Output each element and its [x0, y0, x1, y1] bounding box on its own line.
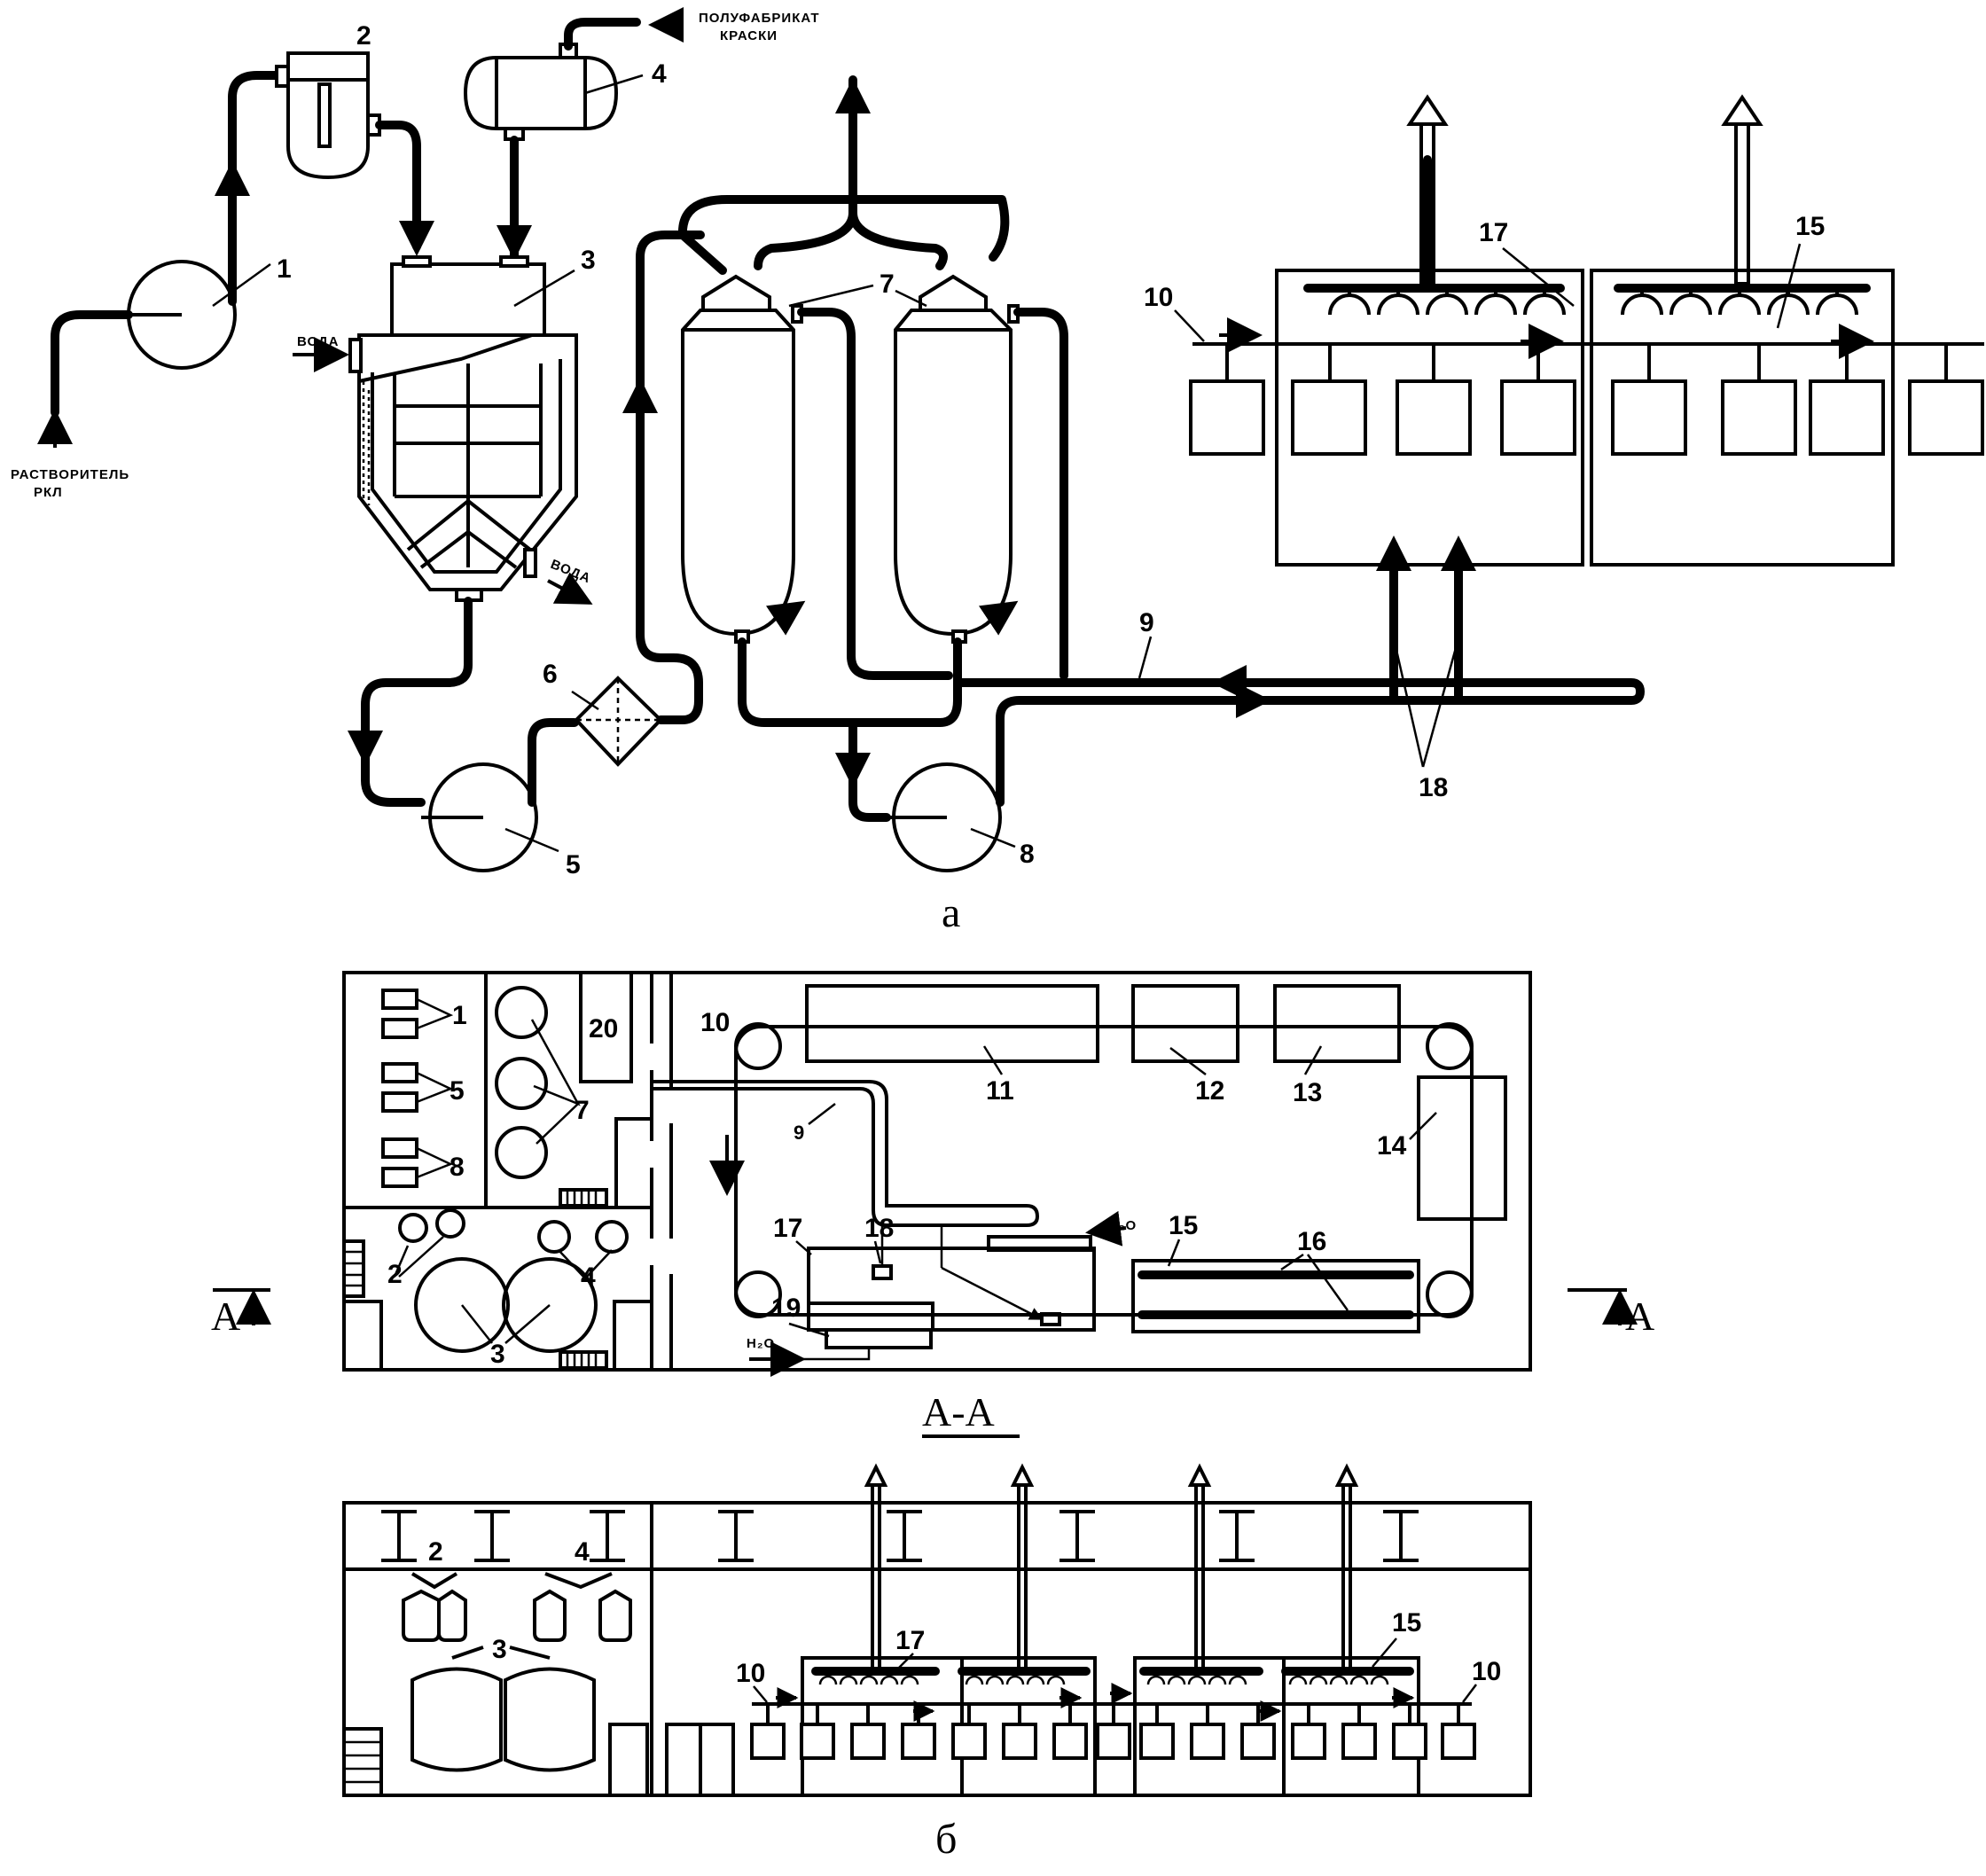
sec-label-17: 17: [895, 1626, 925, 1655]
roof-trusses: [381, 1510, 1419, 1562]
booth-1: [1275, 94, 1584, 567]
pump-8: [887, 762, 1002, 872]
cut-mark-left: А: [211, 1294, 240, 1339]
plan-label-14: 14: [1377, 1131, 1407, 1161]
plan-tanks-7: [495, 986, 581, 1179]
plan-label-12: 12: [1195, 1076, 1224, 1106]
plan-label-19: 19: [771, 1294, 801, 1323]
label-1: 1: [277, 254, 292, 284]
solvent-label-2: РКЛ: [34, 485, 63, 500]
plan-label-17: 17: [773, 1214, 802, 1243]
label-2: 2: [356, 21, 371, 51]
vessel-4: [463, 43, 619, 141]
water-in-label: ВОДА: [297, 334, 339, 349]
section-spray-nozzles: [818, 1675, 1389, 1685]
caption-a: а: [942, 889, 960, 936]
plan-label-5: 5: [450, 1076, 465, 1106]
plan-label-16: 16: [1297, 1227, 1326, 1256]
cut-mark-right: А: [1625, 1294, 1654, 1339]
plan-reactors: [393, 1208, 629, 1353]
section-exhaust-stacks: [864, 1463, 1359, 1673]
label-15: 15: [1795, 212, 1825, 241]
section-vessels: [402, 1572, 632, 1772]
plan-label-20: 20: [589, 1014, 618, 1044]
plan-label-3: 3: [490, 1340, 505, 1369]
plan-label-10: 10: [700, 1008, 730, 1037]
booth-2: [1590, 94, 1895, 567]
sec-label-10-left: 10: [736, 1659, 765, 1688]
label-7: 7: [880, 270, 895, 299]
label-8: 8: [1020, 840, 1035, 869]
plan-label-1: 1: [452, 1001, 467, 1030]
water-out-label: ВОДА: [549, 557, 593, 587]
label-10: 10: [1144, 283, 1173, 312]
section-parts: [750, 1704, 1476, 1760]
plan-label-8: 8: [450, 1153, 465, 1182]
plan-label-11: 11: [986, 1076, 1014, 1106]
label-18: 18: [1419, 773, 1448, 802]
section-b: 2 4 3 17: [342, 1463, 1532, 1797]
label-4: 4: [652, 59, 667, 89]
pump-1: [37, 71, 286, 448]
paint-label-2: КРАСКИ: [720, 28, 778, 43]
sec-label-15: 15: [1392, 1608, 1421, 1638]
section-caption: А-А: [922, 1389, 995, 1434]
plan-label-2: 2: [387, 1260, 403, 1289]
filter-6: [574, 676, 663, 767]
plan-label-18: 18: [864, 1214, 894, 1243]
tank-7-left: [681, 274, 803, 644]
plan-pumps: [381, 989, 454, 1188]
h2o-label-2: H₂O: [747, 1336, 775, 1351]
diagram-a: РАСТВОРИТЕЛЬ РКЛ 1 2 4 ПОЛУФАБРИКАТ КРАС…: [11, 7, 1984, 879]
label-5: 5: [566, 850, 581, 879]
plan-label-7: 7: [575, 1096, 590, 1125]
sec-label-3: 3: [492, 1635, 507, 1664]
pump-5: [421, 762, 538, 872]
label-3: 3: [581, 246, 596, 275]
plan-label-4: 4: [581, 1262, 596, 1292]
tank-7-right: [894, 274, 1020, 644]
caption-b: б: [935, 1816, 957, 1863]
plan-label-9: 9: [794, 1122, 804, 1144]
sec-label-2: 2: [428, 1537, 443, 1567]
h2o-label-1: H₂O: [1108, 1218, 1137, 1233]
reactor-3: [348, 255, 578, 602]
plan-view: 1 5 8 7 20 2 4 3 10: [211, 971, 1654, 1377]
conveyor-parts: [1189, 344, 1984, 456]
plan-label-15: 15: [1169, 1211, 1198, 1240]
vessel-2: [275, 51, 381, 180]
label-17: 17: [1479, 218, 1508, 247]
paint-label: ПОЛУФАБРИКАТ: [699, 11, 820, 26]
sec-label-10-right: 10: [1472, 1657, 1501, 1686]
solvent-label: РАСТВОРИТЕЛЬ: [11, 467, 129, 482]
plan-label-13: 13: [1293, 1078, 1322, 1107]
sec-label-4: 4: [575, 1537, 590, 1567]
label-6: 6: [543, 660, 558, 689]
label-9: 9: [1139, 608, 1154, 637]
